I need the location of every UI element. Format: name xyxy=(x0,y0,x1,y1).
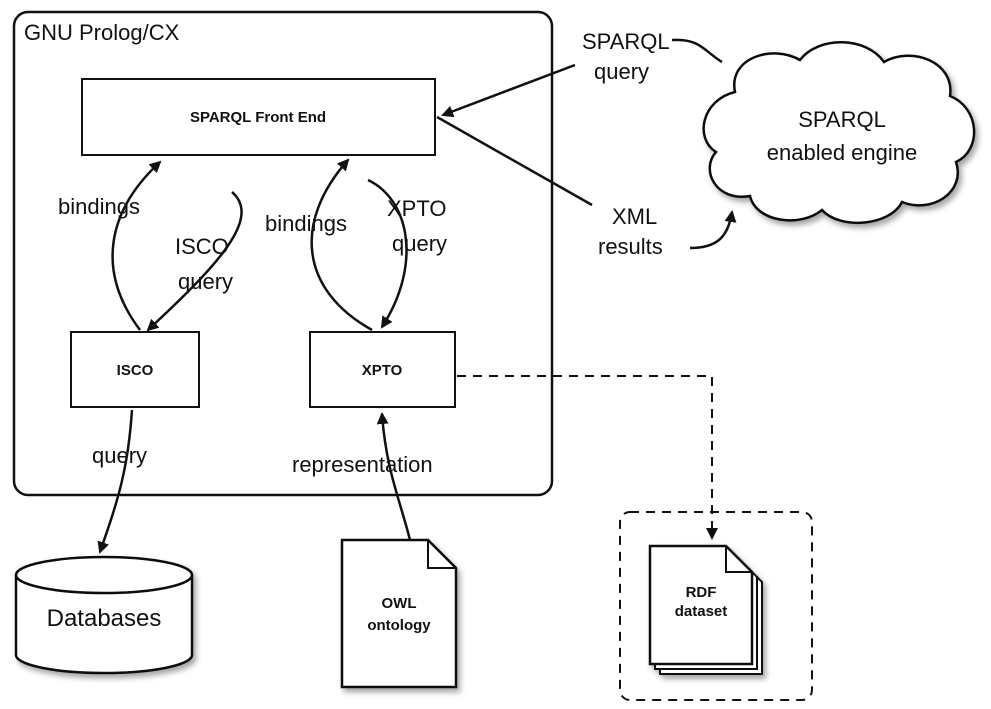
rdf-label-line1: RDF xyxy=(686,584,717,601)
isco-box: ISCO xyxy=(70,331,200,408)
query-label: query xyxy=(92,443,147,468)
sparql-engine-cloud xyxy=(702,41,976,225)
xpto-query-label-line1: XPTO xyxy=(387,196,447,221)
arrow-bindings-right xyxy=(310,158,373,332)
arrow-bindings-left xyxy=(111,160,162,331)
arrow-xpto-query xyxy=(367,178,408,329)
owl-label-line2: ontology xyxy=(367,617,431,634)
representation-label: representation xyxy=(292,452,433,477)
arrow-isco-query xyxy=(146,191,243,332)
databases-label: Databases xyxy=(47,605,162,632)
rdf-document-stack xyxy=(648,544,763,675)
arrow-representation xyxy=(376,412,412,541)
owl-label-line1: OWL xyxy=(382,595,417,612)
arrow-cloud-to-xml xyxy=(689,210,737,250)
isco-query-label-line1: ISCO xyxy=(175,234,229,259)
sparql-query-label-line1: SPARQL xyxy=(582,29,670,54)
xpto-label: XPTO xyxy=(362,362,403,379)
bindings-right-label: bindings xyxy=(265,211,347,236)
arrow-sparql-query xyxy=(441,63,576,118)
bindings-left-label: bindings xyxy=(58,194,140,219)
cloud-label-line2: enabled engine xyxy=(767,140,917,165)
sparql-front-end-label: SPARQL Front End xyxy=(190,109,326,126)
isco-query-label-line2: query xyxy=(178,269,233,294)
rdf-container xyxy=(619,511,813,701)
sparql-query-label-line2: query xyxy=(594,59,649,84)
xpto-query-label-line2: query xyxy=(392,231,447,256)
curve-sparql-to-cloud xyxy=(671,38,723,64)
isco-label: ISCO xyxy=(117,362,154,379)
dashed-link-xpto-rdf xyxy=(457,375,718,540)
xpto-box: XPTO xyxy=(309,331,456,408)
xml-results-label-line1: XML xyxy=(612,204,657,229)
line-xml-results xyxy=(436,115,593,207)
xml-results-label-line2: results xyxy=(598,234,663,259)
cloud-label-line1: SPARQL xyxy=(798,107,886,132)
databases-cylinder xyxy=(14,555,194,675)
owl-document xyxy=(340,538,458,689)
arrow-query-databases xyxy=(97,409,134,554)
rdf-label-line2: dataset xyxy=(675,603,728,620)
frame-title: GNU Prolog/CX xyxy=(24,20,180,45)
sparql-front-end-box: SPARQL Front End xyxy=(81,78,436,156)
